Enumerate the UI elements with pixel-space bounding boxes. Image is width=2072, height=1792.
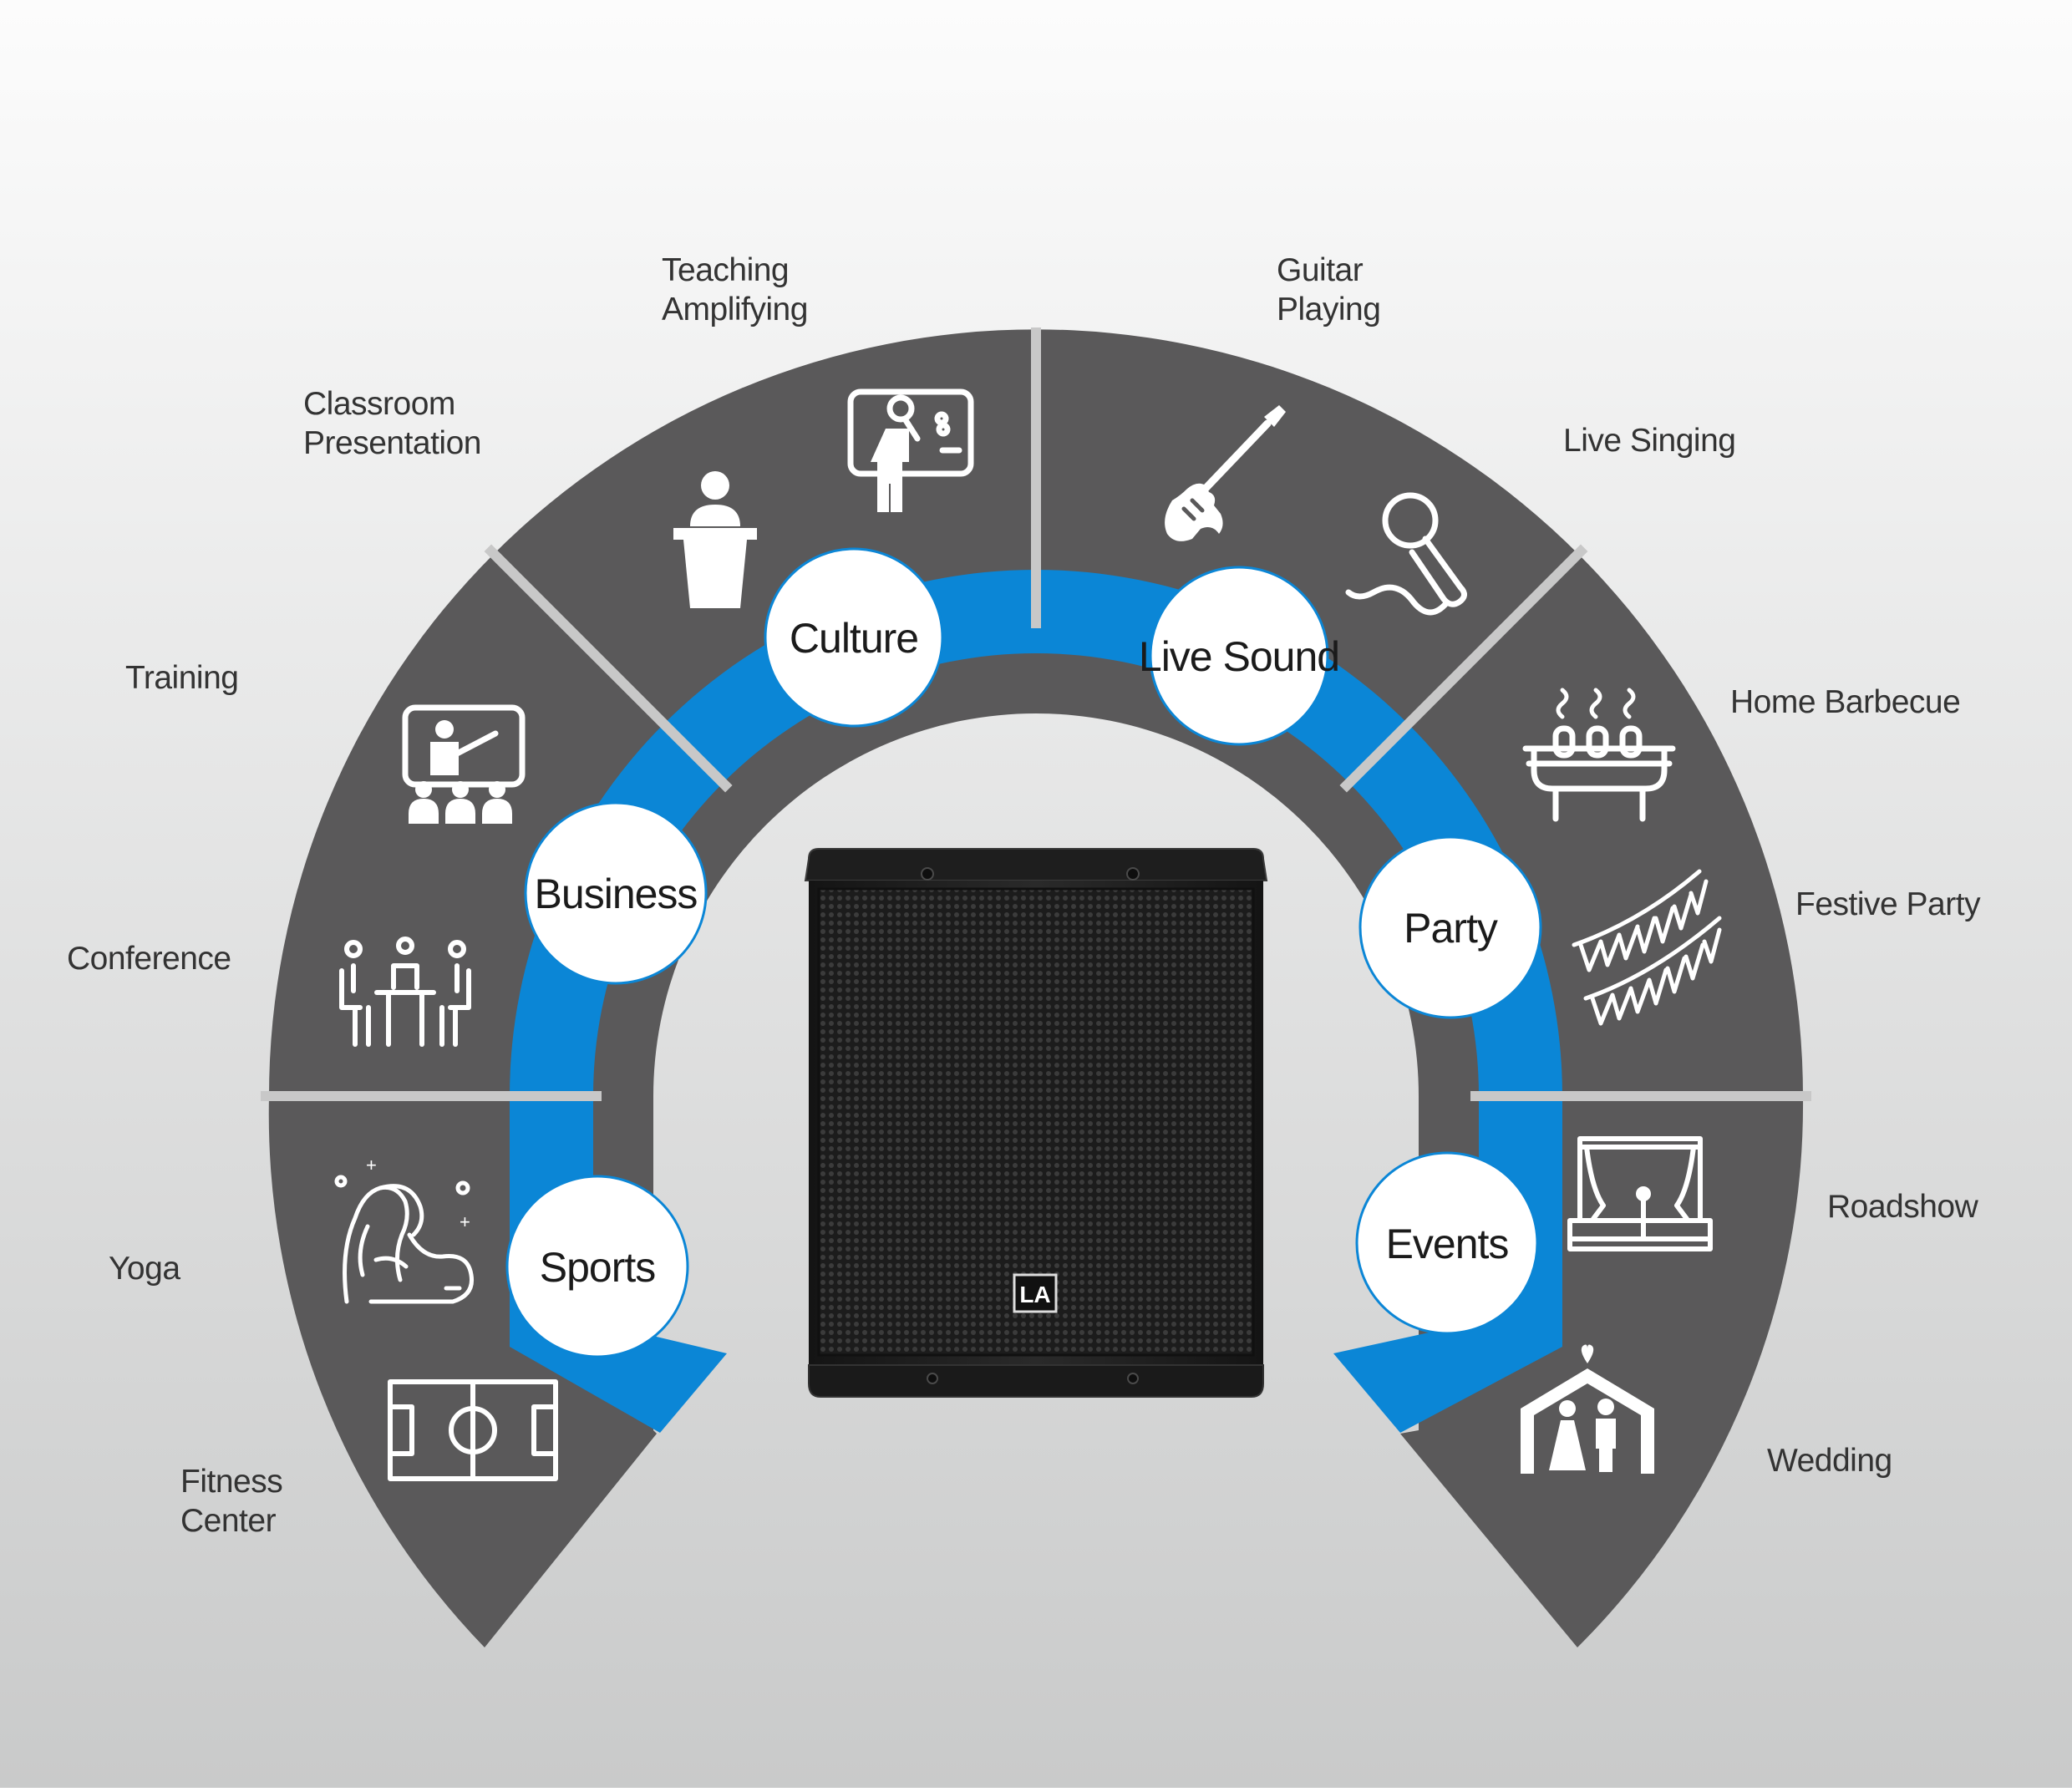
segment-divider: [484, 544, 733, 793]
category-live: Live Sound: [1139, 566, 1340, 746]
label-line: Festive Party: [1795, 886, 1981, 922]
category-circle: [524, 801, 708, 985]
category-label: Sports: [540, 1244, 656, 1291]
label-training: Training: [125, 660, 238, 696]
category-circle: [1358, 835, 1542, 1019]
conference-table-icon: [339, 937, 471, 1047]
stage-curtain-icon: [1567, 1136, 1713, 1251]
label-barbecue: Home Barbecue: [1730, 684, 1960, 720]
podium-speaker-icon: [673, 471, 757, 608]
label-line: Amplifying: [662, 292, 808, 327]
label-line: Playing: [1277, 292, 1380, 327]
label-line: Fitness: [180, 1464, 282, 1500]
label-line: Home Barbecue: [1730, 684, 1960, 720]
label-line: Yoga: [109, 1251, 180, 1287]
category-label: Business: [535, 871, 698, 917]
label-conference: Conference: [67, 941, 231, 977]
category-label: Live Sound: [1139, 633, 1339, 680]
bunting-flags-icon: [1572, 869, 1722, 1026]
label-wedding: Wedding: [1767, 1443, 1892, 1479]
label-line: Teaching: [662, 252, 789, 288]
category-events: Events: [1355, 1151, 1539, 1335]
label-line: Live Singing: [1563, 423, 1735, 459]
electric-guitar-icon: [1165, 405, 1286, 541]
svg-text:+: +: [366, 1155, 377, 1175]
category-circle: [1355, 1151, 1539, 1335]
category-label: Events: [1386, 1221, 1509, 1267]
microphone-icon: [1345, 492, 1467, 616]
label-line: Training: [125, 660, 238, 696]
category-label: Party: [1404, 905, 1498, 952]
label-line: Wedding: [1767, 1443, 1892, 1479]
barbecue-grill-icon: [1522, 688, 1676, 822]
label-festive: Festive Party: [1795, 886, 1981, 922]
yoga-pose-icon: + +: [334, 1155, 475, 1304]
segment-dividers: [261, 327, 1811, 1101]
blackboard-teacher-icon: [847, 388, 974, 512]
category-label: Culture: [790, 615, 918, 662]
category-culture: Culture: [764, 547, 944, 728]
category-circle: [764, 547, 944, 728]
speaker-cabinet: LA: [804, 848, 1268, 1398]
category-party: Party: [1358, 835, 1542, 1019]
label-line: Conference: [67, 941, 231, 977]
brand-logo: LA: [1013, 1273, 1058, 1313]
label-line: Guitar: [1277, 252, 1364, 288]
training-screen-icon: [402, 704, 526, 824]
svg-text:+: +: [460, 1211, 470, 1232]
brand-logo-text: LA: [1019, 1282, 1050, 1307]
category-sports: Sports: [505, 1175, 689, 1358]
label-live-singing: Live Singing: [1563, 423, 1735, 459]
label-yoga: Yoga: [109, 1251, 180, 1287]
wedding-couple-icon: [1521, 1344, 1654, 1474]
label-roadshow: Roadshow: [1827, 1189, 1979, 1225]
segment-divider: [1339, 544, 1588, 793]
label-line: Roadshow: [1827, 1189, 1979, 1225]
label-line: Classroom: [303, 386, 455, 422]
label-line: Presentation: [303, 425, 481, 461]
label-line: Center: [180, 1503, 277, 1539]
category-business: Business: [524, 801, 708, 985]
category-circle: [1149, 566, 1329, 746]
soccer-field-icon: [388, 1379, 558, 1481]
category-circle: [505, 1175, 689, 1358]
